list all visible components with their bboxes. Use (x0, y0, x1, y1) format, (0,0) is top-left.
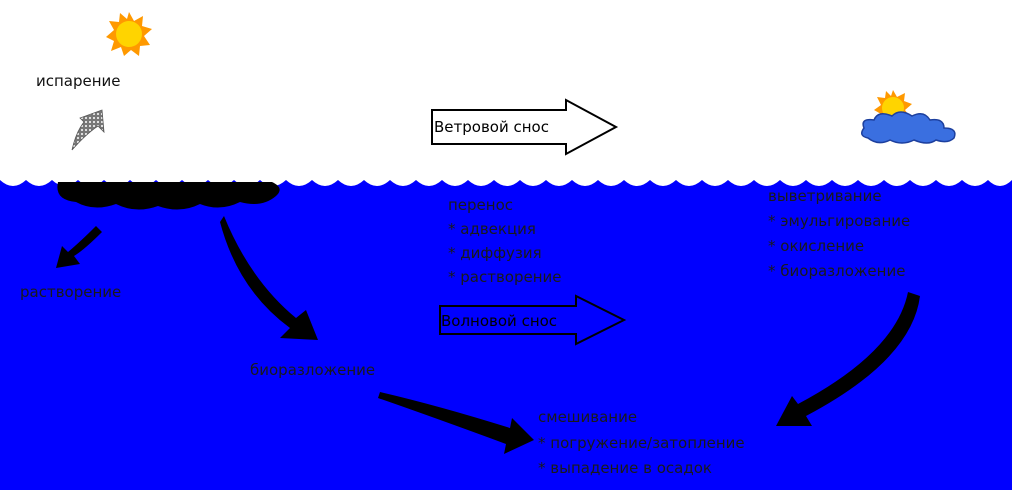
evaporation-label: испарение (36, 72, 121, 90)
wave-drift-arrow (439, 294, 627, 346)
weathering-item: * эмульгирование (768, 212, 911, 230)
transport-item: * адвекция (448, 220, 536, 238)
cloud-sun-icon (861, 90, 956, 144)
sun-icon (106, 12, 152, 56)
weathering-item: * окисление (768, 237, 865, 255)
wave-drift-label: Волновой снос (441, 312, 558, 330)
dissolution-arrow (56, 226, 102, 268)
mixing-item: * погружение/затопление (538, 434, 745, 452)
wind-drift-arrow (431, 98, 619, 156)
biodegradation-arrow (220, 216, 318, 340)
transport-title: перенос (448, 196, 514, 214)
weathering-item: * биоразложение (768, 262, 906, 280)
transport-item: * диффузия (448, 244, 542, 262)
vapor-plume-icon (71, 109, 105, 151)
mixing-item: * выпадение в осадок (538, 459, 712, 477)
dissolution-label: растворение (20, 283, 122, 301)
transport-item: * растворение (448, 268, 562, 286)
mixing-title: смешивание (538, 408, 638, 426)
biodegradation-label: биоразложение (250, 361, 376, 379)
oil-slick (57, 182, 280, 210)
wind-drift-label: Ветровой снос (434, 118, 549, 136)
mixing-arrow-right (776, 292, 920, 426)
weathering-title: выветривание (768, 187, 882, 205)
mixing-arrow-left (378, 392, 534, 454)
